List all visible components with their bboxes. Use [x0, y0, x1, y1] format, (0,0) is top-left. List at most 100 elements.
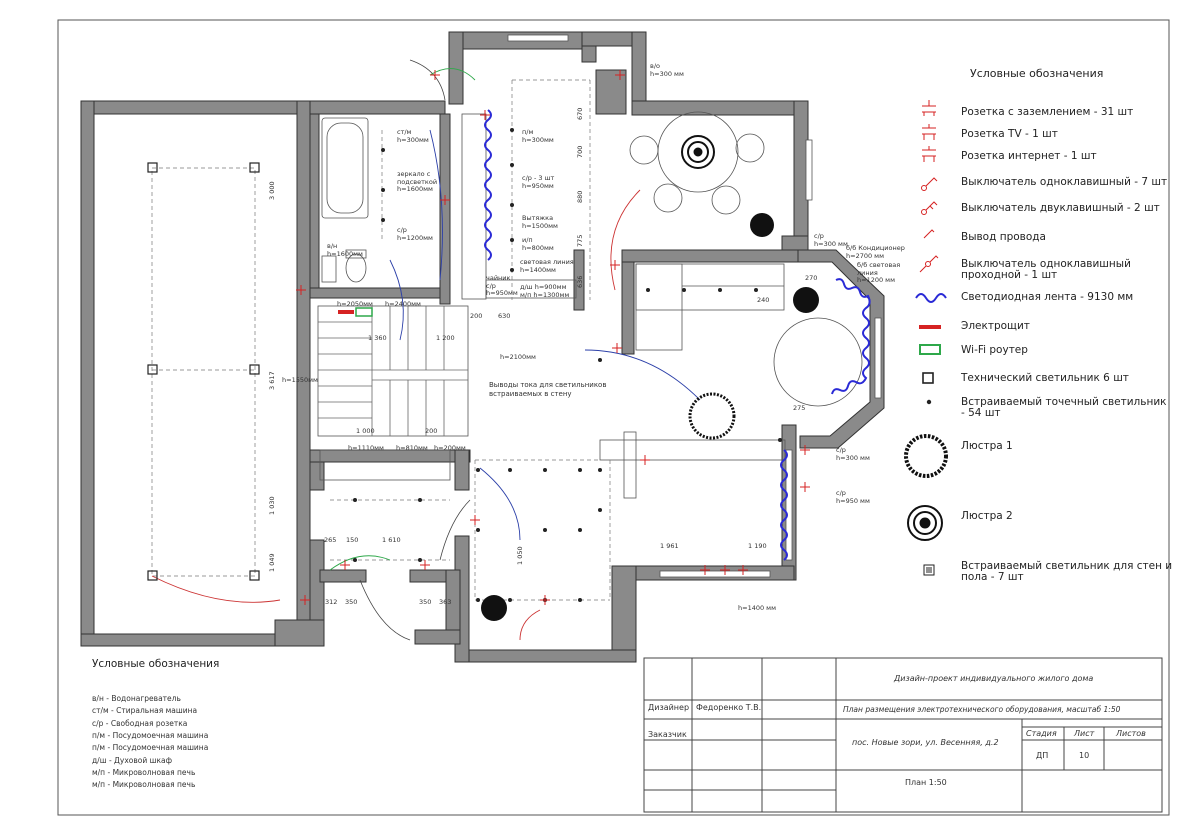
plan-annotation: h=1500мм [522, 221, 558, 230]
drawing-frame [57, 19, 1170, 816]
chandelier-2-plan [681, 135, 715, 169]
dimension-label: 312 [325, 598, 338, 606]
sheet-value: 10 [1079, 751, 1090, 760]
plan-annotation: h=2700 мм [846, 251, 884, 260]
legend-item-label: Люстра 1 [961, 440, 1013, 452]
legend-item-label-2: пола - 7 шт [961, 571, 1024, 583]
abbreviation-item: с/р - Свободная розетка [92, 718, 188, 728]
plan-annotation: h=1400 мм [738, 604, 776, 612]
dimension-label: 200 [470, 312, 483, 320]
plan-annotation: Вытяжка [522, 214, 554, 222]
dimension-label: 1 000 [356, 427, 375, 435]
socket-symbols [296, 70, 810, 605]
legend-title: Условные обозначения [970, 67, 1104, 80]
abbreviation-item: п/м - Посудомоечная машина [92, 743, 209, 753]
project-title: Дизайн-проект индивидуального жилого дом… [894, 674, 1094, 683]
plan-annotation: с/р [814, 232, 824, 240]
socket-internet-icon [922, 146, 936, 162]
plan-annotation: б/б Кондиционер [846, 244, 905, 252]
plan-annotation: h=950мм [522, 181, 554, 190]
windows [507, 34, 882, 578]
legend-item-label: Розетка с заземлением - 31 шт [961, 106, 1134, 118]
wifi-router-plan [355, 307, 373, 317]
plan-annotation: h=300мм [522, 135, 554, 144]
dimension-label: 1 610 [382, 536, 401, 544]
dimension-label: 275 [793, 404, 806, 412]
door-swings [359, 59, 471, 641]
dimension-label: 1 190 [748, 542, 767, 550]
lighting-note: Выводы тока для светильников [489, 381, 607, 389]
plan-annotation: ст/м [397, 128, 412, 136]
plan-annotation: h=2050мм [337, 300, 373, 308]
dimension-label: 775 [576, 234, 584, 247]
legend-item-label: Выключатель одноклавишный - 7 шт [961, 176, 1168, 188]
plan-annotation: h=2400мм [385, 300, 421, 308]
legend-item-label: Выключатель двуклавишный - 2 шт [961, 202, 1160, 214]
plan-annotation: чайник [486, 274, 511, 282]
sheet-label: Лист [1074, 729, 1095, 738]
plan-annotation: h=1600мм [327, 249, 363, 258]
chandelier-1-plan [688, 392, 736, 440]
dimension-label: 350 [345, 598, 358, 606]
plan-annotation: h=1200 мм [857, 276, 895, 284]
dimension-label: 1 200 [436, 334, 455, 342]
wall-floor-light-icon [923, 564, 935, 576]
abbreviation-item: ст/м - Стиральная машина [92, 706, 198, 716]
plan-annotation: h=950мм [486, 289, 518, 297]
technical-light-icon [922, 372, 934, 384]
plan-annotation: б/б световая [857, 261, 901, 269]
chandelier-2-icon [907, 505, 943, 541]
legend-item-label: Wi-Fi роутер [961, 344, 1028, 356]
legend-item-label: Выключатель одноклавишный [961, 258, 1131, 270]
plan-annotation: h=300 мм [814, 239, 848, 248]
green-arcs [329, 68, 476, 571]
plan-annotation: с/р [486, 281, 496, 290]
legend-icons [919, 100, 939, 273]
legend-item-label: Розетка интернет - 1 шт [961, 150, 1097, 162]
plan-annotation: зеркало с [397, 170, 431, 178]
title-block [643, 657, 1163, 813]
switch-double-icon [921, 201, 938, 215]
plan-annotation: h=810мм [396, 444, 428, 452]
plan-scale-label: План 1:50 [905, 778, 947, 787]
stage-label: Стадия [1026, 729, 1057, 738]
plan-annotation: h=2100мм [500, 353, 536, 361]
sheets-label: Листов [1116, 729, 1146, 738]
plan-annotation: с/р - 3 шт [522, 174, 555, 182]
designer-label: Дизайнер [648, 703, 690, 712]
chandelier-1-icon [904, 434, 948, 478]
plan-annotation: м/п h=1300мм [520, 290, 570, 299]
dimension-label: 1 030 [268, 496, 276, 515]
plan-annotation: h=1200мм [397, 233, 433, 242]
plan-annotation: в/о [650, 62, 660, 70]
stage-value: ДП [1036, 751, 1049, 760]
plan-annotation: с/р [836, 489, 846, 497]
plan-annotation: п/м [522, 128, 534, 136]
legend-item-label-2: - 54 шт [961, 407, 1001, 419]
walls [80, 31, 885, 663]
spot-lights [353, 128, 782, 602]
dimension-label: 240 [757, 296, 770, 304]
dimension-label: 1 049 [268, 553, 276, 572]
abbreviation-item: м/п - Микроволновая печь [92, 767, 196, 777]
legend-item-label: Электрощит [961, 320, 1030, 332]
plan-annotation: и/п [522, 236, 533, 244]
plan-annotation: h=950 мм [836, 496, 870, 505]
legend-item-label-2: проходной - 1 шт [961, 269, 1058, 281]
plan-annotation: h=1550мм [282, 376, 318, 384]
plan-annotation: с/р [836, 446, 846, 454]
legend-item-label: Технический светильник 6 шт [961, 372, 1129, 384]
legend-item-label: Встраиваемый светильник для стен и [961, 560, 1173, 572]
fixtures [317, 111, 863, 499]
sheet-title: План размещения электротехнического обор… [843, 705, 1121, 714]
led-strips [484, 109, 871, 561]
dimension-label: 150 [346, 536, 359, 544]
dimension-label: 200 [425, 427, 438, 435]
plants [481, 213, 819, 621]
plan-annotation: с/р [397, 226, 407, 234]
dimension-label: 1 050 [516, 546, 524, 565]
legend-item-label: Встраиваемый точечный светильник [961, 396, 1167, 408]
client-label: Заказчик [648, 730, 687, 739]
plan-annotation: h=1600мм [397, 185, 433, 193]
